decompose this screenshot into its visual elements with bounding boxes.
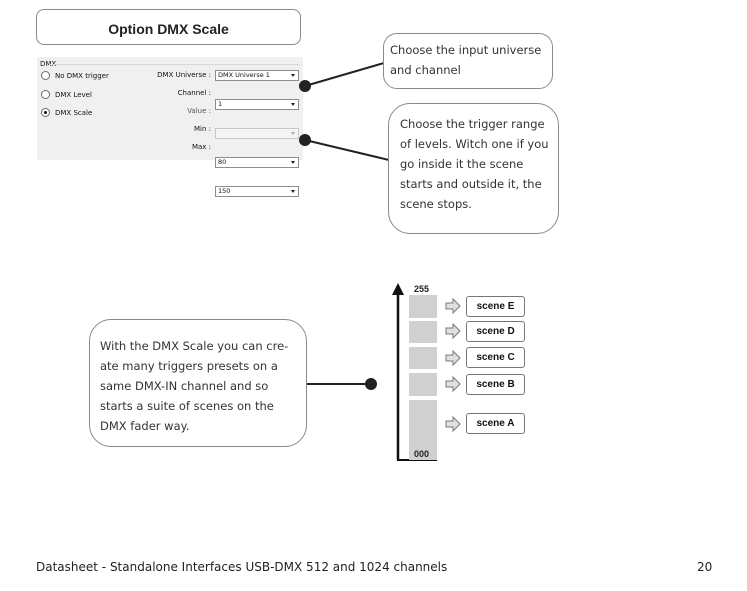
chevron-down-icon: [291, 132, 295, 135]
footer-title: Datasheet - Standalone Interfaces USB-DM…: [36, 560, 448, 574]
dmx-settings-panel: DMX No DMX trigger DMX Level DMX Scale D…: [37, 57, 303, 197]
max-value: 150: [218, 187, 231, 195]
arrow-right-icon: [445, 322, 461, 340]
connector-dot-range: [299, 134, 311, 146]
scale-segment-a: [409, 400, 437, 460]
arrow-right-icon: [445, 349, 461, 367]
scene-d-box: scene D: [466, 321, 525, 342]
scale-segment-d: [409, 321, 437, 343]
min-select[interactable]: 80: [215, 157, 299, 168]
chevron-down-icon: [291, 103, 295, 106]
radio-button[interactable]: [41, 90, 50, 99]
radio-button-selected[interactable]: [41, 108, 50, 117]
scene-e-box: scene E: [466, 296, 525, 317]
connector-dot-universe: [299, 80, 311, 92]
min-value: 80: [218, 158, 227, 166]
dmx-universe-value: DMX Universe 1: [218, 71, 270, 79]
scale-bottom-label: 000: [414, 449, 430, 459]
page-number: 20: [697, 560, 713, 574]
connector-dot-scale: [365, 378, 377, 390]
radio-button[interactable]: [41, 71, 50, 80]
dmx-universe-select[interactable]: DMX Universe 1: [215, 70, 299, 81]
arrow-right-icon: [445, 375, 461, 393]
radio-dmx-level[interactable]: DMX Level: [41, 90, 92, 99]
max-label: Max :: [191, 143, 211, 151]
dmx-group-label: DMX: [40, 60, 57, 68]
radio-label: DMX Scale: [55, 108, 93, 117]
scene-c-box: scene C: [466, 347, 525, 368]
value-select: [215, 128, 299, 139]
channel-label: Channel :: [177, 89, 211, 97]
scene-b-box: scene B: [466, 374, 525, 395]
max-select[interactable]: 150: [215, 186, 299, 197]
connector-universe: [304, 62, 385, 87]
connector-range: [304, 139, 390, 161]
chevron-down-icon: [291, 190, 295, 193]
radio-label: No DMX trigger: [55, 71, 109, 80]
radio-no-dmx-trigger[interactable]: No DMX trigger: [41, 71, 109, 80]
scale-segment-e: [409, 295, 437, 318]
chevron-down-icon: [291, 161, 295, 164]
callout-range: Choose the trigger range of levels. Witc…: [388, 103, 559, 234]
scale-segment-b: [409, 373, 437, 396]
arrow-up-icon: [392, 283, 404, 295]
min-label: Min :: [193, 125, 211, 133]
arrow-right-icon: [445, 415, 461, 433]
group-divider: [50, 64, 300, 65]
arrow-right-icon: [445, 297, 461, 315]
callout-universe: Choose the input universe and channel: [383, 33, 553, 89]
value-label: Value :: [187, 107, 211, 115]
chevron-down-icon: [291, 74, 295, 77]
callout-scale: With the DMX Scale you can cre-ate many …: [89, 319, 307, 447]
scene-a-box: scene A: [466, 413, 525, 434]
radio-label: DMX Level: [55, 90, 92, 99]
scale-top-label: 255: [414, 284, 430, 294]
radio-dmx-scale[interactable]: DMX Scale: [41, 108, 92, 117]
channel-value: 1: [218, 100, 223, 108]
channel-select[interactable]: 1: [215, 99, 299, 110]
section-title: Option DMX Scale: [36, 9, 301, 45]
scale-segment-c: [409, 347, 437, 369]
dmx-universe-label: DMX Universe :: [157, 71, 211, 79]
